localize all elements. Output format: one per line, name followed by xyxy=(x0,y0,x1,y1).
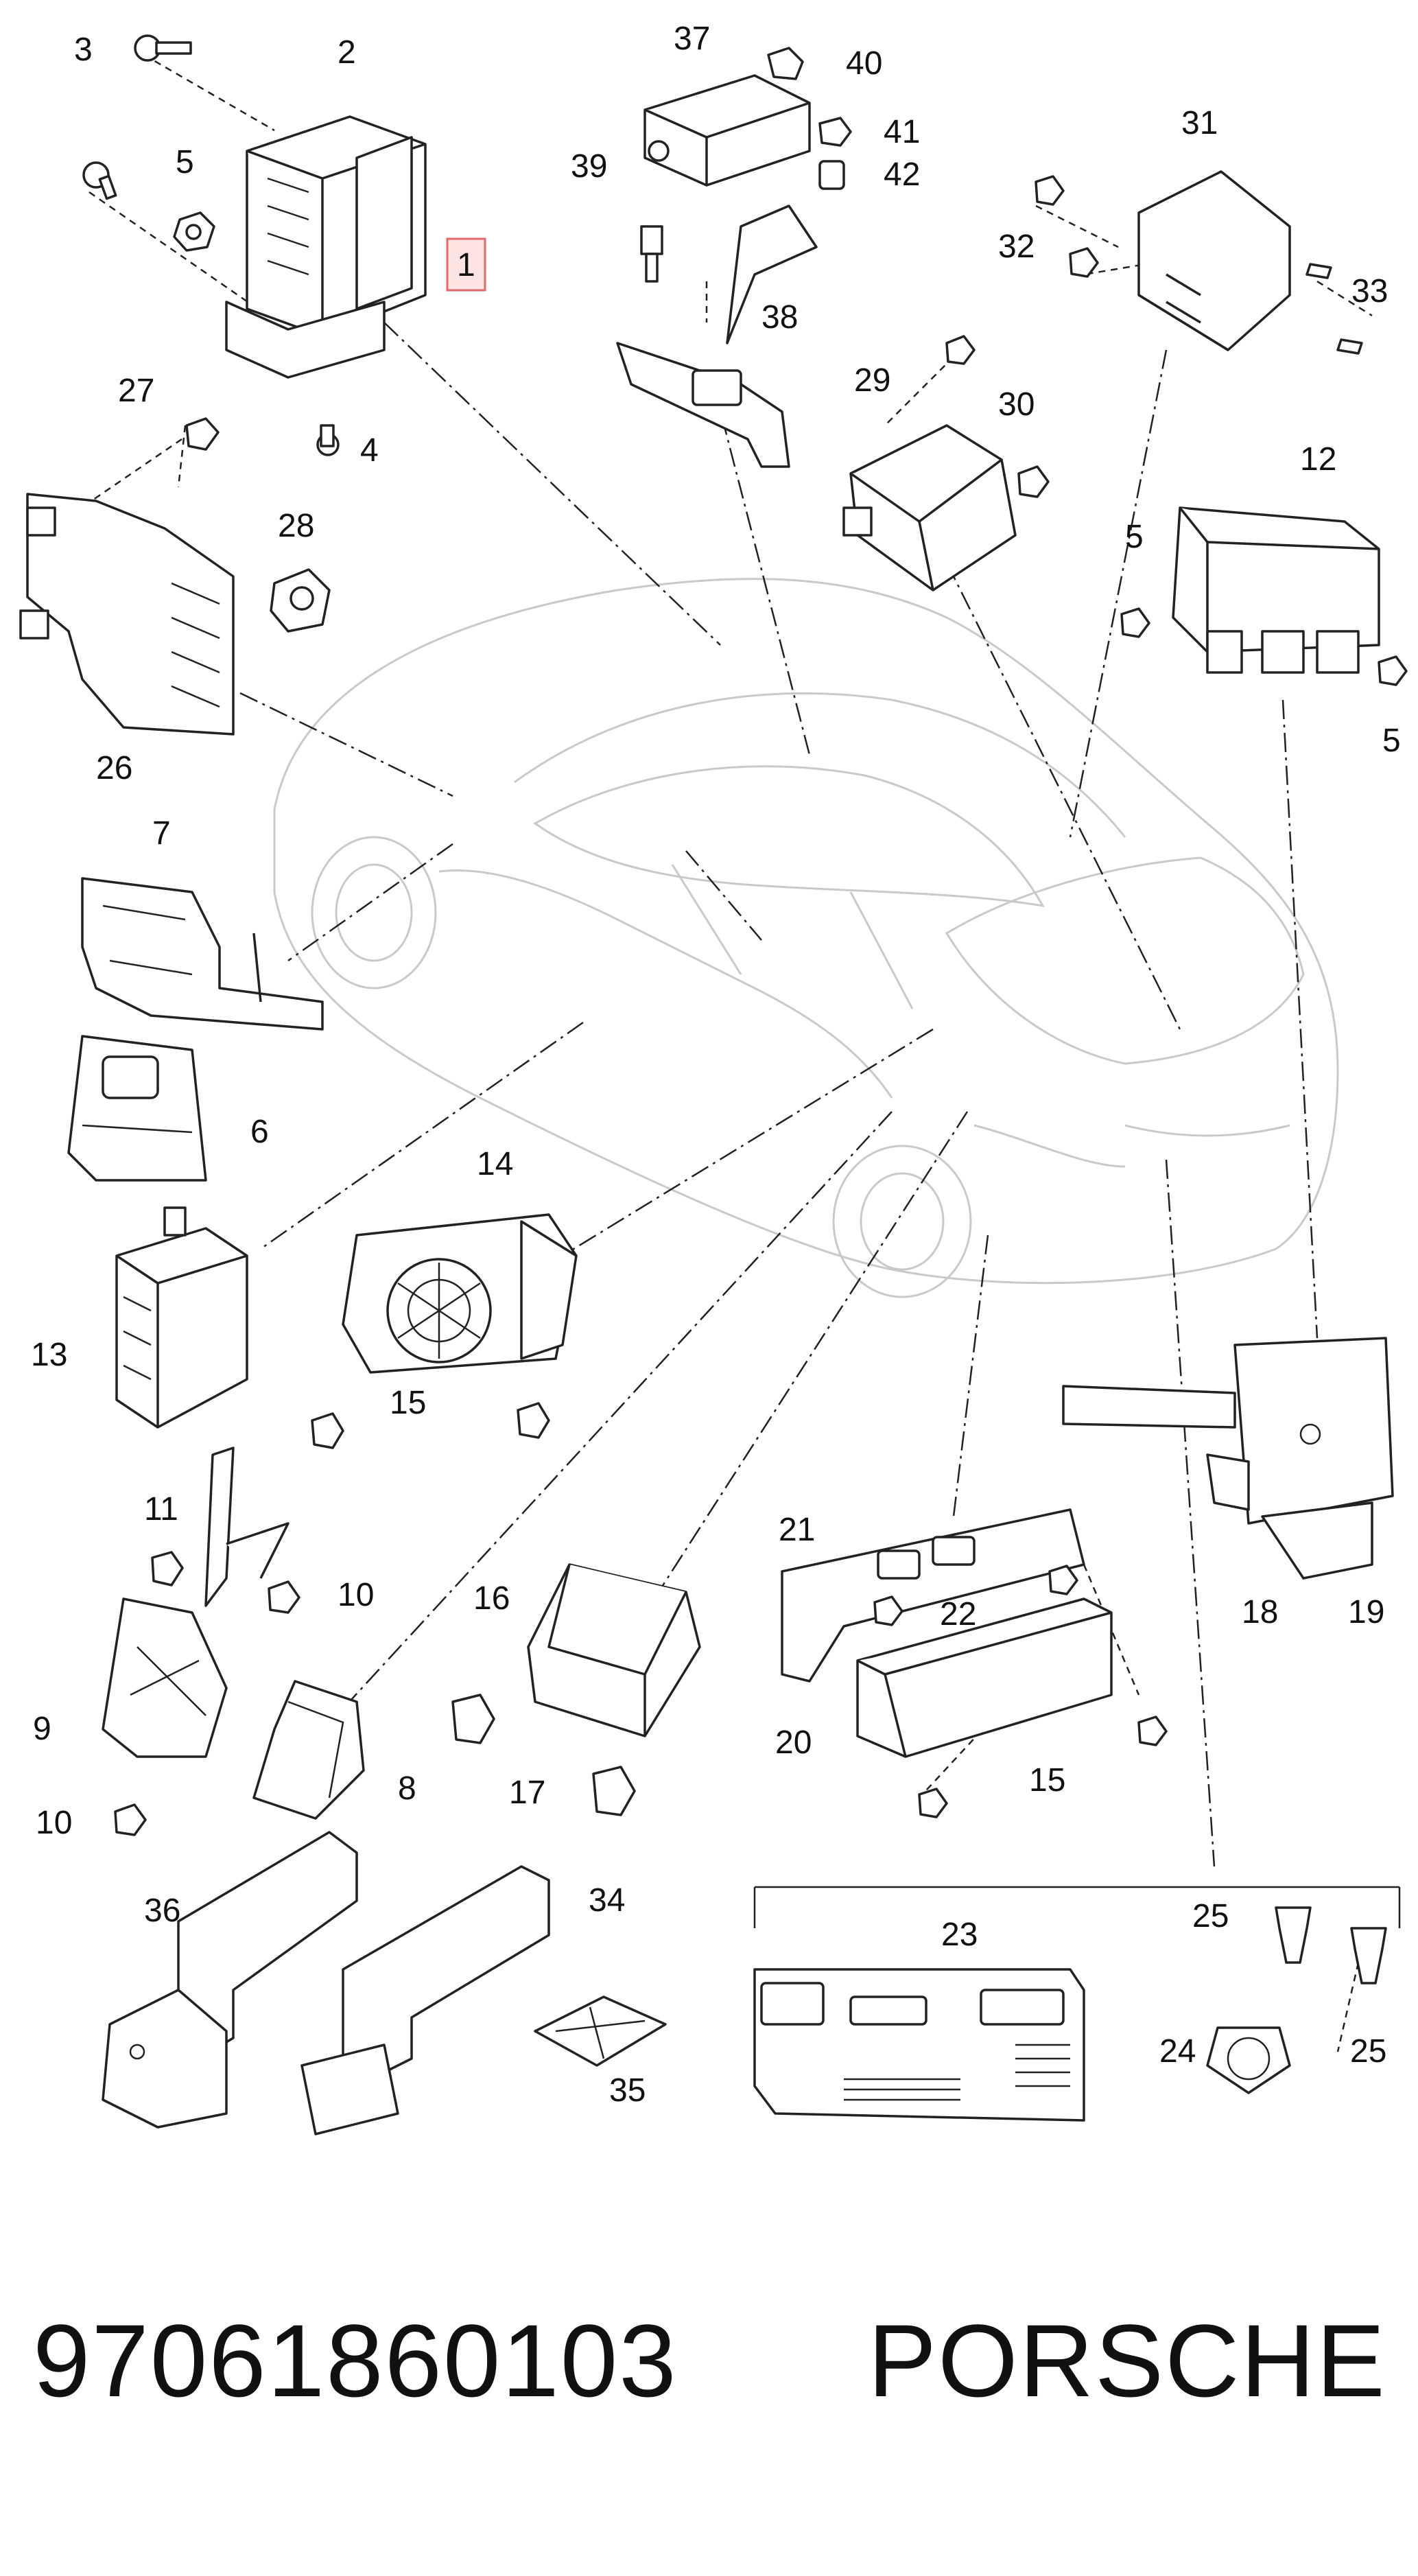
callout-40[interactable]: 40 xyxy=(846,45,882,82)
part-module-23 xyxy=(753,1968,1085,2122)
callout-21[interactable]: 21 xyxy=(779,1512,815,1548)
part-bracket-7 xyxy=(81,877,324,1031)
callout-35[interactable]: 35 xyxy=(609,2072,646,2109)
callout-16[interactable]: 16 xyxy=(473,1580,510,1617)
bolt-3b-icon xyxy=(82,161,117,200)
spacer-42-icon xyxy=(818,160,845,190)
highlight-box xyxy=(446,237,486,292)
callout-labels: 1 2 3 5 4 27 28 26 7 6 14 13 15 11 10 9 … xyxy=(31,21,1401,2109)
callout-15-b[interactable]: 15 xyxy=(1029,1762,1065,1799)
callout-4[interactable]: 4 xyxy=(360,432,379,469)
callout-5-c[interactable]: 5 xyxy=(1382,723,1401,759)
nut-17-icon xyxy=(451,1694,636,1816)
nut-28-icon xyxy=(270,568,331,633)
part-module-29 xyxy=(842,424,1017,592)
nut-15-icon xyxy=(311,1402,550,1449)
part-bracket-26 xyxy=(19,493,235,736)
part-control-unit-1 xyxy=(225,115,427,379)
nut-30-icon xyxy=(945,335,1050,498)
callout-10-b[interactable]: 10 xyxy=(36,1805,72,1841)
part-module-20 xyxy=(856,1597,1113,1758)
part-module-31 xyxy=(1137,170,1291,351)
part-module-18 xyxy=(1062,1337,1394,1580)
part-bracket-21 xyxy=(781,1508,1085,1683)
callout-7[interactable]: 7 xyxy=(152,815,171,852)
callout-33[interactable]: 33 xyxy=(1351,273,1388,309)
callout-8[interactable]: 8 xyxy=(398,1770,416,1807)
part-bracket-9 xyxy=(102,1447,289,1758)
callout-2[interactable]: 2 xyxy=(338,34,356,71)
callout-32[interactable]: 32 xyxy=(998,229,1035,265)
callout-23[interactable]: 23 xyxy=(941,1917,978,1953)
callout-17[interactable]: 17 xyxy=(509,1775,545,1811)
clip-25-icon xyxy=(1275,1906,1387,1984)
part-amplifier-14 xyxy=(342,1213,578,1374)
nut-41-icon xyxy=(818,117,852,147)
screw-27-icon xyxy=(185,417,220,451)
callout-11[interactable]: 11 xyxy=(144,1491,178,1527)
callout-34[interactable]: 34 xyxy=(589,1882,625,1919)
part-module-6 xyxy=(67,1035,207,1182)
callout-29[interactable]: 29 xyxy=(854,362,890,399)
callout-9[interactable]: 9 xyxy=(33,1711,51,1747)
callout-28[interactable]: 28 xyxy=(278,508,314,544)
part-sensor-37 xyxy=(643,74,811,187)
part-cover-36 xyxy=(102,1831,358,2129)
screw-33-icon xyxy=(1305,263,1363,355)
callout-24[interactable]: 24 xyxy=(1159,2033,1196,2070)
part-module-12 xyxy=(1172,506,1380,674)
nut-5b-icon xyxy=(1120,607,1408,686)
part-module-16 xyxy=(527,1563,701,1737)
callout-20[interactable]: 20 xyxy=(775,1724,812,1761)
part-module-8 xyxy=(252,1680,365,1820)
callout-5-a[interactable]: 5 xyxy=(176,144,194,180)
nut-11-icon xyxy=(151,1551,184,1586)
callout-26[interactable]: 26 xyxy=(96,750,132,786)
callout-25-a[interactable]: 25 xyxy=(1192,1898,1229,1934)
nut-40-icon xyxy=(767,47,804,80)
bolt-3-icon xyxy=(134,34,192,62)
part-number: 97061860103 xyxy=(33,2303,678,2418)
callout-25-b[interactable]: 25 xyxy=(1350,2033,1386,2070)
callout-22[interactable]: 22 xyxy=(940,1596,976,1632)
callout-42[interactable]: 42 xyxy=(884,156,920,193)
callout-38[interactable]: 38 xyxy=(761,299,798,336)
callout-39[interactable]: 39 xyxy=(571,148,607,185)
callout-30[interactable]: 30 xyxy=(998,386,1035,423)
callout-19[interactable]: 19 xyxy=(1348,1594,1384,1630)
callout-14[interactable]: 14 xyxy=(477,1146,513,1182)
bolt-4-icon xyxy=(316,424,340,456)
part-module-13 xyxy=(115,1206,248,1429)
callout-13[interactable]: 13 xyxy=(31,1337,67,1373)
callout-15-a[interactable]: 15 xyxy=(390,1385,426,1421)
callout-1[interactable]: 1 xyxy=(457,247,475,283)
nut-22-icon xyxy=(873,1565,1078,1626)
nut-10-icon xyxy=(114,1580,300,1836)
callout-31[interactable]: 31 xyxy=(1181,105,1218,141)
callout-10-a[interactable]: 10 xyxy=(338,1577,374,1613)
callout-3[interactable]: 3 xyxy=(74,32,93,68)
callout-37[interactable]: 37 xyxy=(674,21,710,57)
callout-5-b[interactable]: 5 xyxy=(1125,519,1144,555)
part-connector-24 xyxy=(1206,2026,1291,2094)
car-body-outline xyxy=(273,578,1339,1298)
nut-15b-icon xyxy=(918,1716,1168,1818)
nut-32-icon xyxy=(1035,175,1099,278)
callout-41[interactable]: 41 xyxy=(884,114,920,150)
brand-name: PORSCHE xyxy=(868,2303,1386,2418)
callout-6[interactable]: 6 xyxy=(250,1114,269,1150)
nut-5-icon xyxy=(173,211,215,252)
part-pad-35 xyxy=(534,1995,667,2067)
callout-12[interactable]: 12 xyxy=(1300,441,1336,478)
part-cover-34 xyxy=(300,1865,550,2135)
callout-18[interactable]: 18 xyxy=(1242,1594,1278,1630)
part-bracket-38 xyxy=(616,204,818,468)
bolt-39-icon xyxy=(640,225,663,283)
callout-36[interactable]: 36 xyxy=(144,1893,180,1929)
footer: 97061860103 PORSCHE xyxy=(0,2292,1418,2429)
callout-27[interactable]: 27 xyxy=(118,373,154,409)
